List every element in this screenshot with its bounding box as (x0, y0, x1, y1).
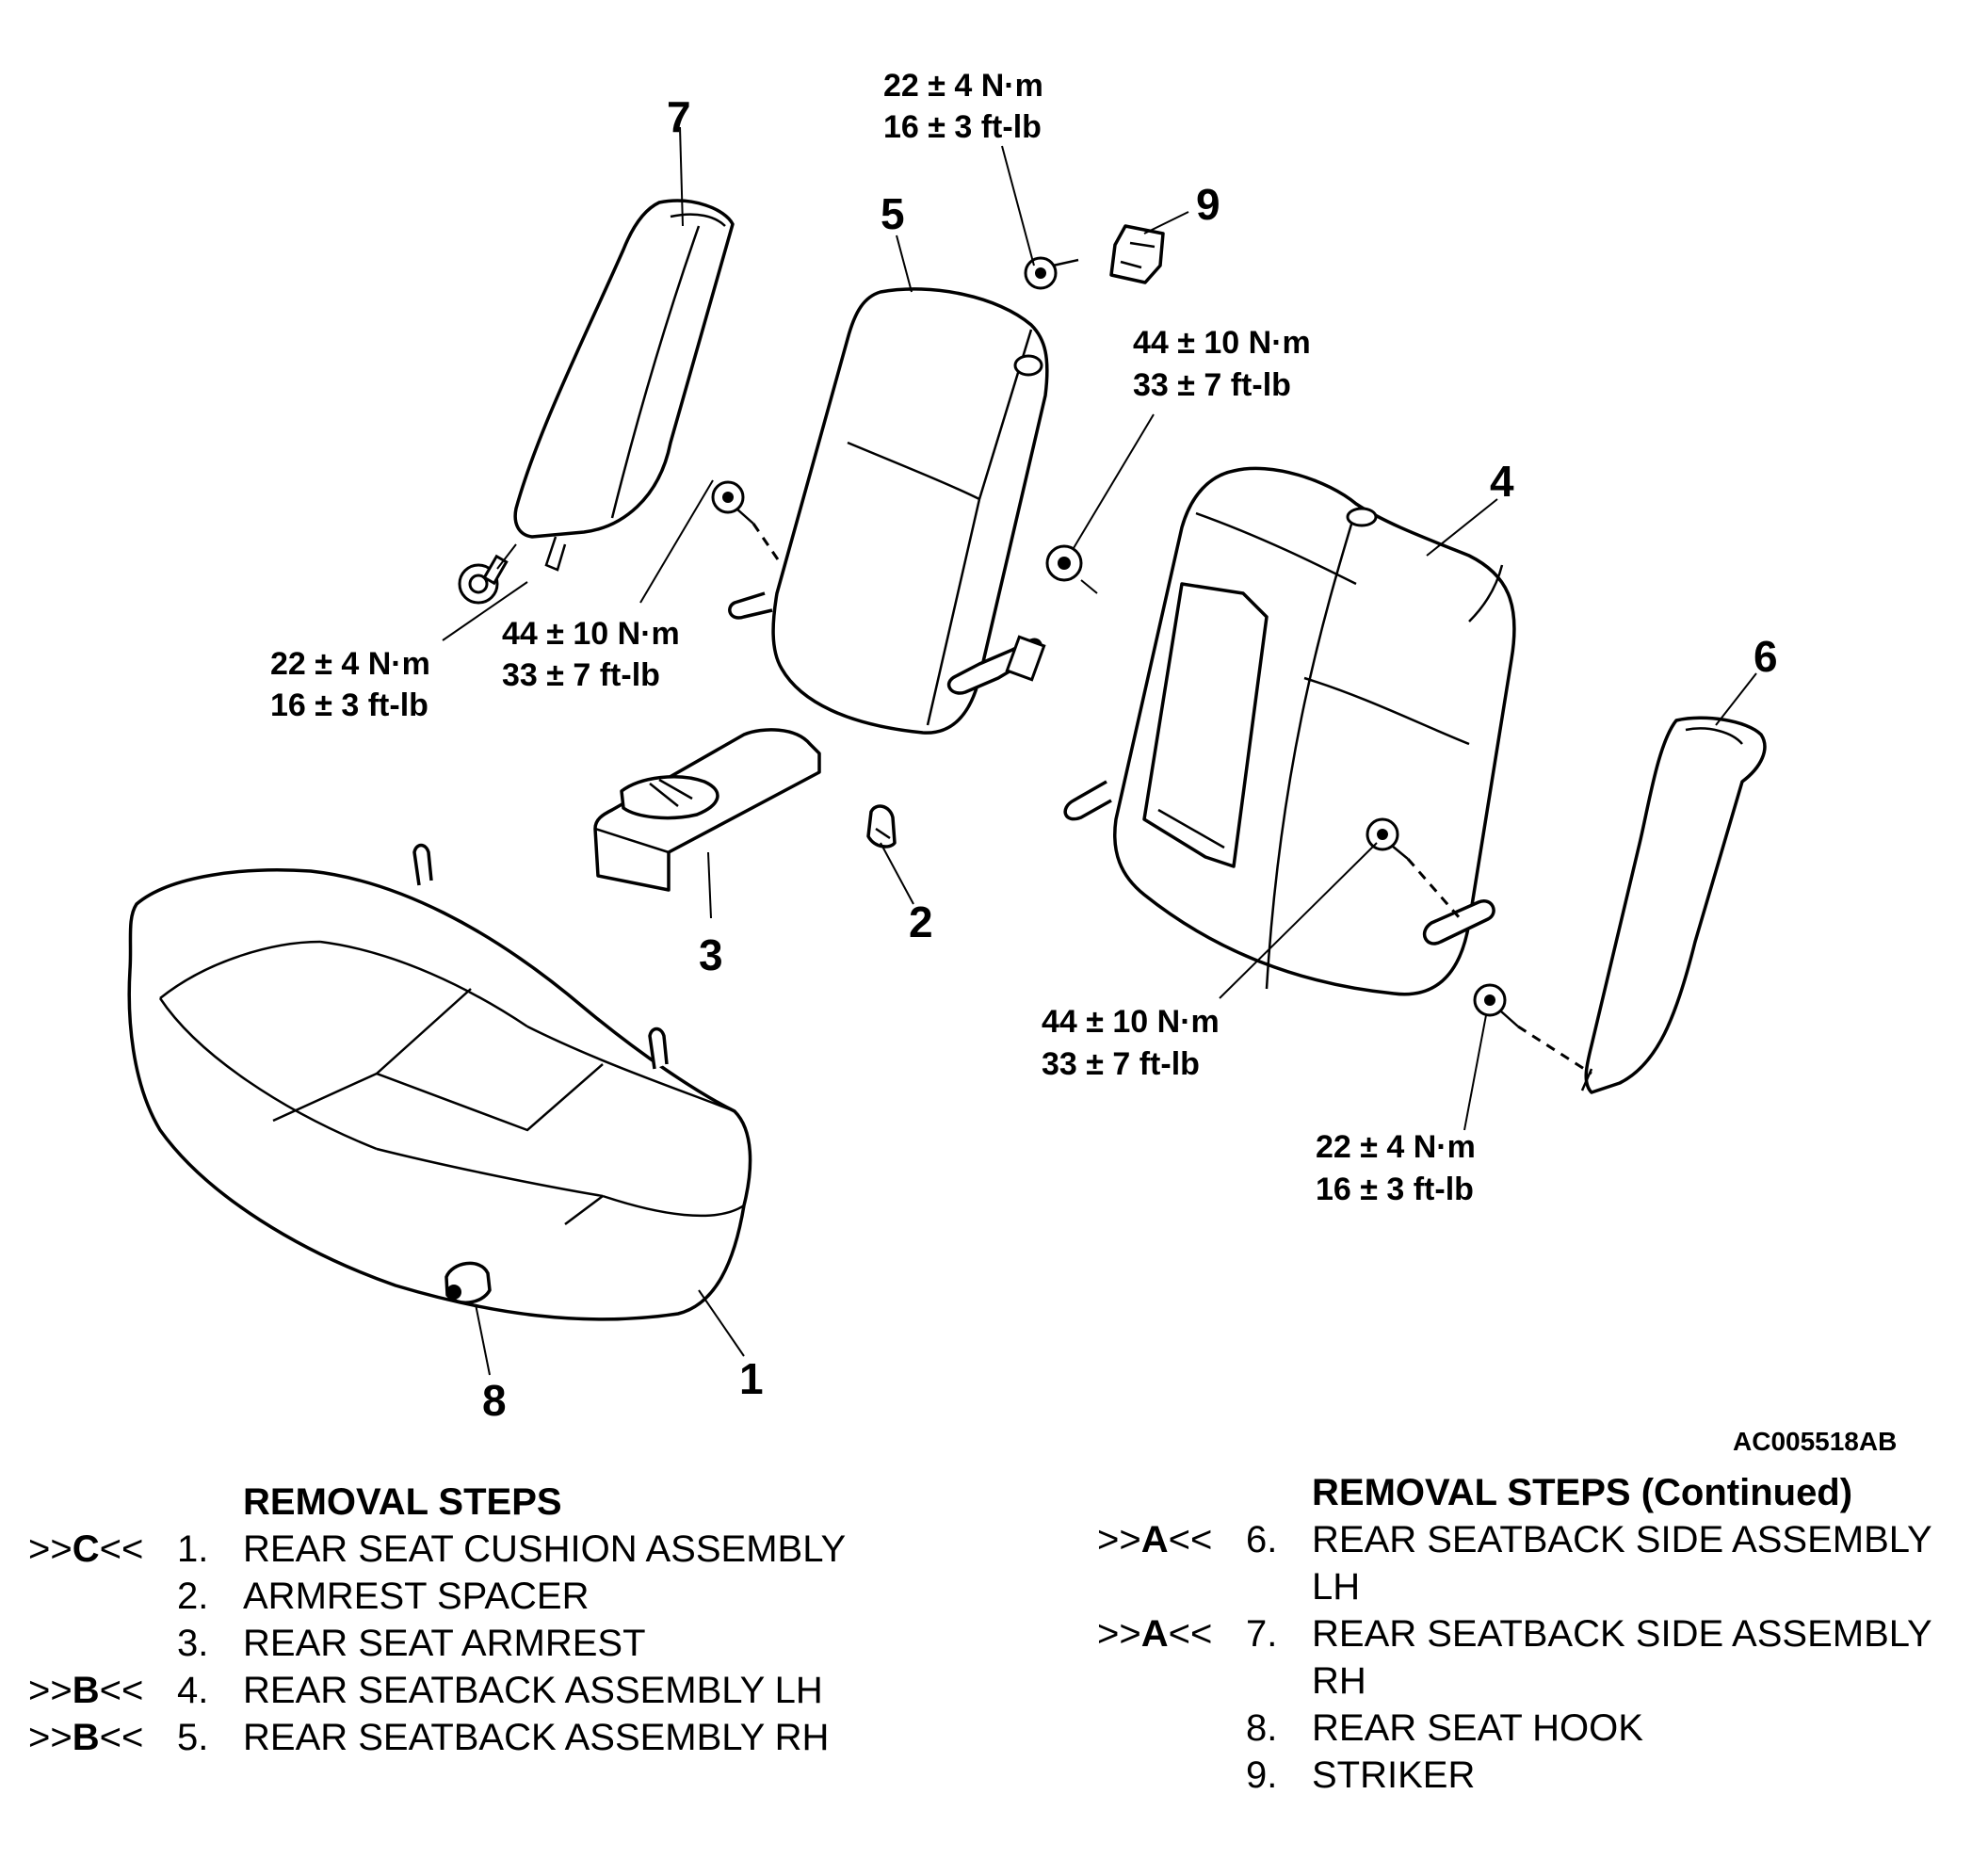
part-2-armrest-spacer (866, 804, 897, 849)
part-4-seatback-lh (1063, 466, 1516, 996)
torque-seatback-lh-nm: 44 ± 10 N·m (1042, 1004, 1220, 1040)
step-label: REAR SEAT ARMREST (243, 1623, 646, 1664)
step-label: REAR SEAT CUSHION ASSEMBLY (243, 1528, 847, 1570)
figure-id: AC005518AB (1733, 1427, 1897, 1456)
step-label: STRIKER (1312, 1754, 1476, 1796)
part-6-seatback-side-lh (1580, 716, 1767, 1094)
step-2: 2. ARMREST SPACER (28, 1573, 895, 1620)
step-7: >>A<< 7. REAR SEATBACK SIDE ASSEMBLY RH (1097, 1610, 1973, 1705)
part-5-bolt-left (711, 480, 754, 525)
part-8-rear-seat-hook (444, 1261, 492, 1304)
step-label: REAR SEATBACK SIDE ASSEMBLY (1312, 1613, 1932, 1655)
part-6-bolt (1473, 983, 1519, 1027)
step-label-continued: RH (1312, 1660, 1366, 1702)
removal-steps-heading: REMOVAL STEPS (243, 1481, 562, 1523)
removal-steps-continued-heading: REMOVAL STEPS (Continued) (1312, 1472, 1853, 1513)
step-8: 8. REAR SEAT HOOK (1097, 1705, 1973, 1752)
step-mark: >>B<< (28, 1670, 144, 1711)
step-5: >>B<< 5. REAR SEATBACK ASSEMBLY RH (28, 1714, 895, 1761)
torque-striker-nm: 22 ± 4 N·m (883, 68, 1043, 104)
torque-seatback-rh-right-nm: 44 ± 10 N·m (1133, 325, 1311, 361)
callout-4: 4 (1490, 457, 1514, 506)
step-number: 3. (177, 1623, 209, 1664)
step-4: >>B<< 4. REAR SEATBACK ASSEMBLY LH (28, 1667, 895, 1714)
callout-7: 7 (667, 92, 691, 141)
removal-steps-continued-list: REMOVAL STEPS (Continued) >>A<< 6. REAR … (1097, 1469, 1973, 1827)
torque-seatback-rh-left-ftlb: 33 ± 7 ft-lb (502, 657, 660, 693)
step-9: 9. STRIKER (1097, 1752, 1973, 1799)
torque-seatback-rh-right-ftlb: 33 ± 7 ft-lb (1133, 367, 1291, 403)
part-5-seatback-rh (728, 287, 1049, 735)
callout-2: 2 (909, 897, 933, 946)
step-number: 7. (1246, 1613, 1278, 1655)
torque-side-lh-ftlb: 16 ± 3 ft-lb (1316, 1172, 1474, 1207)
step-label: REAR SEATBACK ASSEMBLY LH (243, 1670, 823, 1711)
exploded-view-diagram: 7 5 9 4 6 3 2 1 8 22 ± 4 N·m 16 ± 3 ft-l… (127, 68, 1897, 1456)
step-mark: >>B<< (28, 1717, 144, 1758)
step-number: 2. (177, 1576, 209, 1617)
torque-side-rh-ftlb: 16 ± 3 ft-lb (270, 687, 428, 723)
part-9-striker (1109, 224, 1165, 284)
callout-8: 8 (482, 1376, 507, 1425)
step-number: 8. (1246, 1707, 1278, 1749)
part-5-bolt-right (1045, 544, 1083, 582)
callout-6: 6 (1754, 632, 1778, 681)
callout-1: 1 (739, 1354, 764, 1403)
torque-side-lh-nm: 22 ± 4 N·m (1316, 1129, 1476, 1165)
step-mark: >>C<< (28, 1528, 144, 1570)
removal-steps-list: REMOVAL STEPS >>C<< 1. REAR SEAT CUSHION… (28, 1479, 895, 1789)
step-number: 6. (1246, 1519, 1278, 1560)
step-number: 9. (1246, 1754, 1278, 1796)
torque-seatback-rh-left-nm: 44 ± 10 N·m (502, 616, 680, 652)
step-label-continued: LH (1312, 1566, 1361, 1608)
step-number: 5. (177, 1717, 209, 1758)
torque-side-rh-nm: 22 ± 4 N·m (270, 646, 430, 682)
step-label: ARMREST SPACER (243, 1576, 590, 1617)
part-7-bolt (458, 554, 509, 605)
step-6: >>A<< 6. REAR SEATBACK SIDE ASSEMBLY LH (1097, 1516, 1973, 1610)
step-number: 1. (177, 1528, 209, 1570)
part-7-seatback-side-rh (513, 199, 735, 572)
step-3: 3. REAR SEAT ARMREST (28, 1620, 895, 1667)
part-1-seat-cushion (127, 843, 752, 1321)
part-4-bolt (1366, 817, 1409, 860)
step-number: 4. (177, 1670, 209, 1711)
step-label: REAR SEATBACK ASSEMBLY RH (243, 1717, 830, 1758)
torque-striker-ftlb: 16 ± 3 ft-lb (883, 109, 1042, 145)
step-label: REAR SEAT HOOK (1312, 1707, 1643, 1749)
step-mark: >>A<< (1097, 1519, 1213, 1560)
step-1: >>C<< 1. REAR SEAT CUSHION ASSEMBLY (28, 1526, 895, 1573)
callout-5: 5 (881, 189, 905, 238)
step-mark: >>A<< (1097, 1613, 1213, 1655)
callout-3: 3 (699, 930, 723, 979)
torque-seatback-lh-ftlb: 33 ± 7 ft-lb (1042, 1046, 1200, 1082)
part-3-armrest (593, 728, 821, 892)
step-label: REAR SEATBACK SIDE ASSEMBLY (1312, 1519, 1932, 1560)
callout-9: 9 (1196, 180, 1220, 229)
